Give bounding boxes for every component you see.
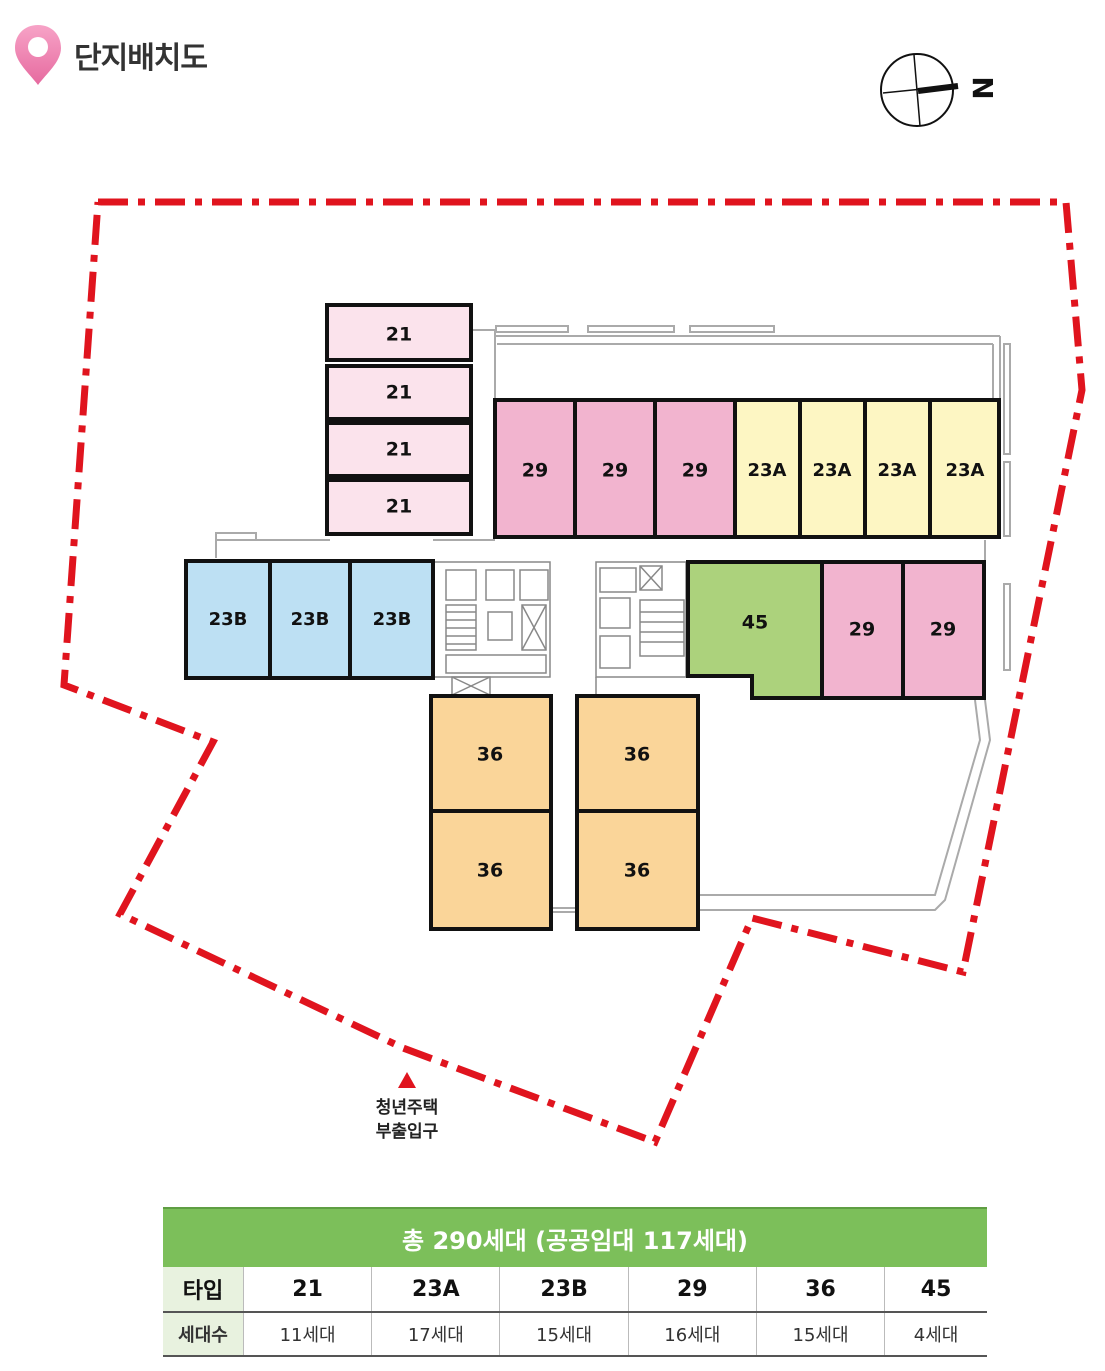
unit-label: 23B <box>291 609 330 630</box>
unit-label: 29 <box>602 460 628 482</box>
unit-label: 21 <box>386 496 412 518</box>
north-label: N <box>966 76 999 99</box>
entrance-label-line1: 청년주택 <box>376 1097 439 1118</box>
location-pin-icon <box>15 25 61 85</box>
type-cell: 23A <box>371 1267 501 1313</box>
unit-label: 36 <box>477 860 503 882</box>
unit-29 <box>901 560 986 700</box>
core-right <box>595 561 687 695</box>
unit-summary-table: 총 290세대 (공공임대 117세대) 타입 21 23A 23B 29 36… <box>163 1207 987 1357</box>
unit-23a <box>798 398 867 539</box>
units-type-36 <box>429 694 700 931</box>
unit-23a <box>863 398 932 539</box>
page-header: 단지배치도 <box>12 22 208 88</box>
compass-circle <box>880 53 954 127</box>
unit-label: 23B <box>209 609 248 630</box>
unit-label: 29 <box>522 460 548 482</box>
site-boundary <box>60 198 1086 1147</box>
unit-21 <box>325 421 473 478</box>
count-cell: 15세대 <box>756 1312 886 1357</box>
type-cell: 36 <box>756 1267 886 1313</box>
compass-needle <box>917 83 959 94</box>
unit-23a <box>733 398 802 539</box>
type-cell: 23B <box>499 1267 629 1313</box>
unit-label: 23A <box>748 460 787 481</box>
unit-label: 36 <box>477 744 503 766</box>
compass: N <box>880 53 999 127</box>
count-cell: 16세대 <box>628 1312 757 1357</box>
unit-36 <box>575 809 700 931</box>
entrance-arrow-icon <box>398 1072 416 1088</box>
unit-label: 36 <box>624 744 650 766</box>
type-cell: 29 <box>628 1267 757 1313</box>
unit-29 <box>653 398 737 539</box>
count-cell: 15세대 <box>499 1312 629 1357</box>
unit-label: 29 <box>930 619 956 641</box>
type-cell: 21 <box>243 1267 373 1313</box>
unit-label: 23A <box>878 460 917 481</box>
unit-label: 23A <box>813 460 852 481</box>
count-row-header: 세대수 <box>163 1312 244 1357</box>
page-title: 단지배치도 <box>74 41 208 76</box>
unit-label: 29 <box>849 619 875 641</box>
summary-title: 총 290세대 (공공임대 117세대) <box>163 1207 987 1267</box>
units-row-right <box>686 560 986 700</box>
units-type-21 <box>325 303 473 536</box>
count-cell: 17세대 <box>371 1312 501 1357</box>
unit-label: 21 <box>386 324 412 346</box>
core-left <box>432 561 551 696</box>
entrance-label-line2: 부출입구 <box>376 1122 439 1142</box>
count-cell: 4세대 <box>884 1312 987 1357</box>
unit-29 <box>573 398 657 539</box>
building-outlines <box>215 325 1011 913</box>
count-row: 세대수 11세대 17세대 15세대 16세대 15세대 4세대 <box>163 1312 987 1357</box>
unit-21 <box>325 478 473 536</box>
unit-36 <box>429 809 553 931</box>
unit-label: 29 <box>682 460 708 482</box>
type-row-header: 타입 <box>163 1267 244 1313</box>
unit-23a <box>928 398 1001 539</box>
type-cell: 45 <box>884 1267 987 1313</box>
unit-23b <box>184 559 272 680</box>
type-row: 타입 21 23A 23B 29 36 45 <box>163 1267 987 1313</box>
unit-label: 45 <box>742 612 768 634</box>
unit-21 <box>325 303 473 362</box>
unit-label: 21 <box>386 439 412 461</box>
unit-23b <box>348 559 435 680</box>
unit-21 <box>325 364 473 421</box>
units-row-upper <box>493 398 1001 539</box>
unit-label: 36 <box>624 860 650 882</box>
unit-label: 21 <box>386 382 412 404</box>
site-plan: N <box>60 53 1086 1147</box>
unit-label: 23A <box>946 460 985 481</box>
units-type-23b <box>184 559 435 680</box>
unit-label: 23B <box>373 609 412 630</box>
count-cell: 11세대 <box>243 1312 373 1357</box>
unit-36 <box>575 694 700 813</box>
